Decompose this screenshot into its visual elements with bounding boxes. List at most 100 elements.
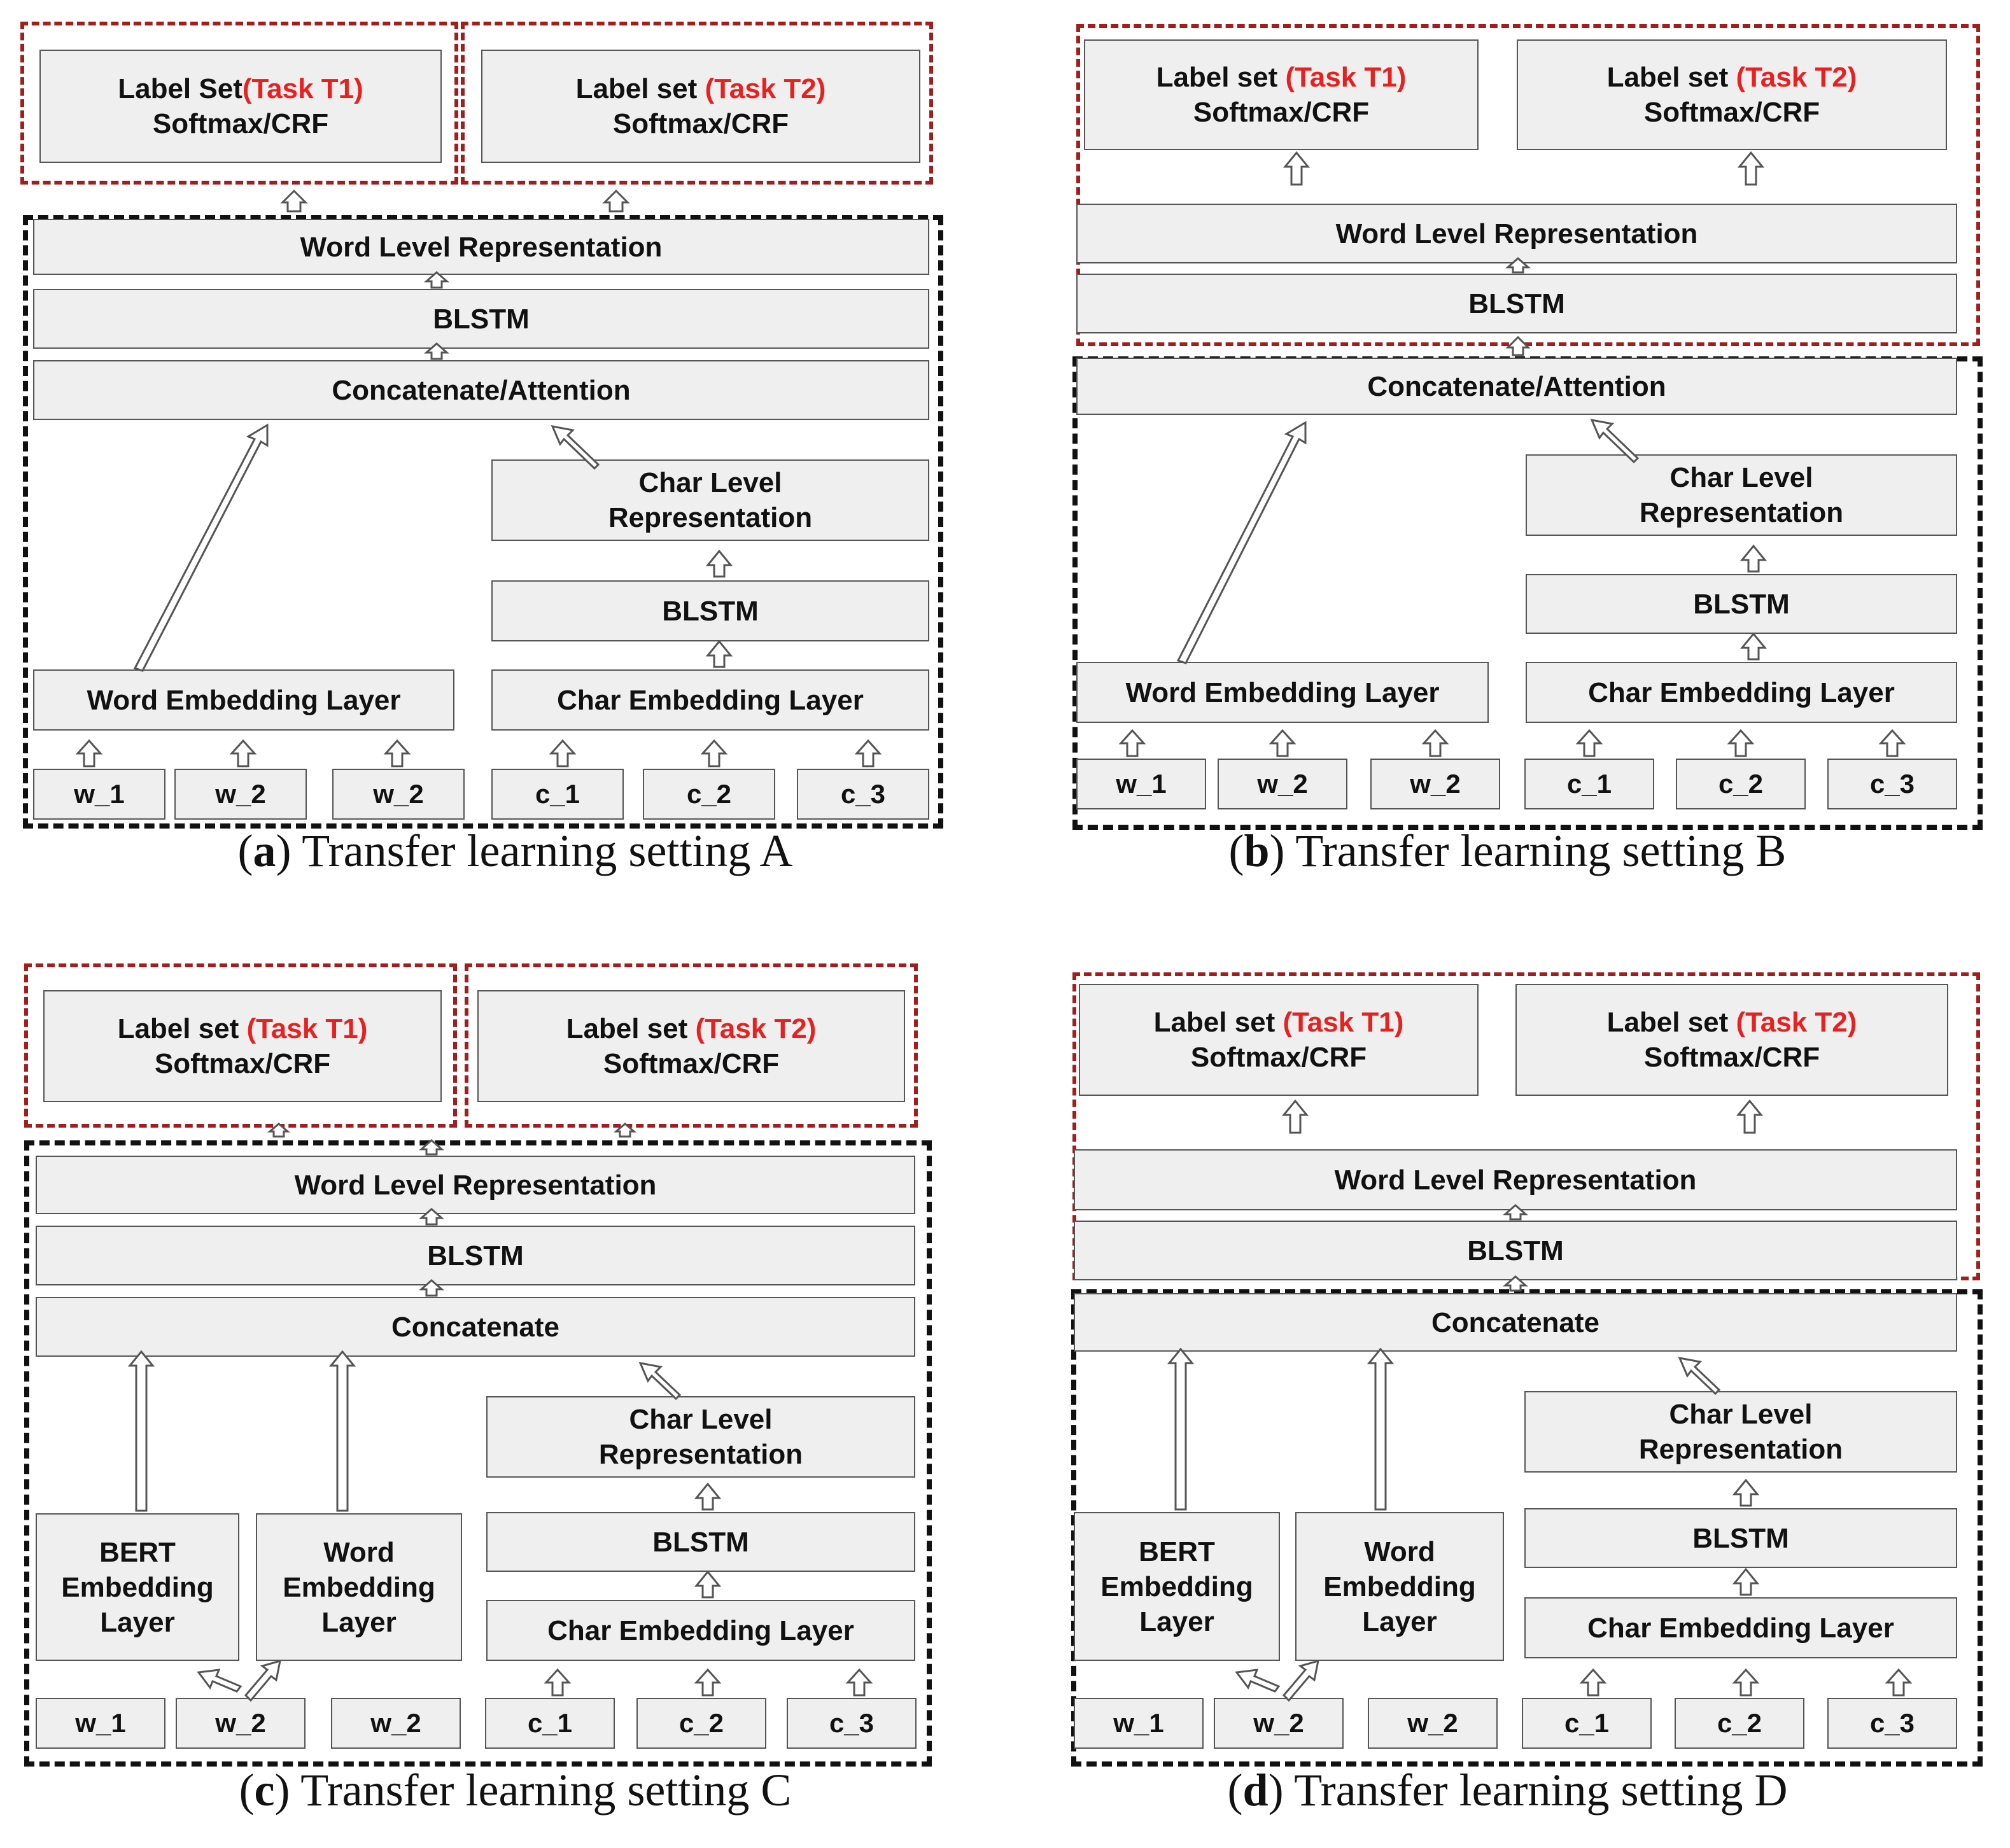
up-arrow-icon bbox=[383, 739, 411, 767]
up-arrow-icon bbox=[419, 1279, 444, 1297]
input-w2: w_2 bbox=[176, 1698, 306, 1749]
input-c1: c_1 bbox=[491, 769, 624, 820]
input-c2: c_2 bbox=[636, 1698, 766, 1749]
up-arrow-icon bbox=[602, 189, 630, 213]
up-arrow-icon bbox=[1737, 151, 1765, 186]
up-arrow-icon bbox=[1503, 1275, 1528, 1292]
word-level-representation-box: Word Level Representation bbox=[33, 219, 929, 275]
char-embedding-layer-box: Char Embedding Layer bbox=[486, 1600, 915, 1661]
concatenate-attention-box: Concatenate/Attention bbox=[1076, 358, 1957, 415]
input-c1: c_1 bbox=[485, 1698, 615, 1749]
input-c3: c_3 bbox=[797, 769, 929, 820]
arrows-a bbox=[75, 189, 882, 767]
char-embedding-layer-box: Char Embedding Layer bbox=[1526, 662, 1957, 723]
blstm-box: BLSTM bbox=[1074, 1221, 1957, 1280]
concatenate-box: Concatenate bbox=[1074, 1293, 1957, 1352]
diagonal-arrow-icon bbox=[551, 425, 600, 470]
up-arrow-icon bbox=[1269, 729, 1297, 757]
word-embedding-layer-box: Word Embedding Layer bbox=[33, 669, 454, 731]
input-c1: c_1 bbox=[1522, 1698, 1652, 1749]
char-blstm-box: BLSTM bbox=[1526, 574, 1957, 634]
word-level-representation-box: Word Level Representation bbox=[1076, 204, 1957, 263]
up-arrow-icon bbox=[549, 739, 577, 767]
up-arrow-icon bbox=[854, 739, 882, 767]
up-arrow-icon bbox=[694, 1668, 722, 1697]
input-w1: w_1 bbox=[1076, 759, 1206, 809]
label-set-t1-box: Label Set(Task T1)Softmax/CRF bbox=[39, 50, 442, 163]
up-arrow-icon bbox=[1118, 729, 1146, 757]
panel-d: Label set (Task T1)Softmax/CRF Label set… bbox=[1005, 924, 2010, 1848]
diagonal-arrow-icon bbox=[1176, 421, 1307, 664]
up-arrow-icon bbox=[1281, 1099, 1309, 1134]
up-arrow-icon bbox=[127, 1350, 155, 1512]
char-blstm-box: BLSTM bbox=[491, 580, 929, 641]
input-c2: c_2 bbox=[643, 769, 775, 820]
label-set-t2-box: Label set (Task T2)Softmax/CRF bbox=[1515, 984, 1948, 1096]
caption-b: (b) Transfer learning setting B bbox=[1228, 825, 1787, 876]
input-c3: c_3 bbox=[1827, 759, 1957, 809]
input-c3: c_3 bbox=[787, 1698, 917, 1749]
input-c2: c_2 bbox=[1675, 1698, 1804, 1749]
panel-a: Label Set(Task T1)Softmax/CRF Label set … bbox=[0, 0, 1005, 924]
up-arrow-icon bbox=[694, 1482, 722, 1511]
input-w2b: w_2 bbox=[1370, 759, 1500, 809]
concatenate-box: Concatenate bbox=[36, 1297, 915, 1357]
up-arrow-icon bbox=[694, 1570, 722, 1599]
up-arrow-icon bbox=[424, 271, 449, 289]
input-w2b: w_2 bbox=[331, 1698, 461, 1749]
up-arrow-icon bbox=[705, 640, 733, 668]
input-c2: c_2 bbox=[1676, 759, 1806, 809]
up-arrow-icon bbox=[424, 342, 449, 360]
up-arrow-icon bbox=[419, 1139, 444, 1156]
char-embedding-layer-box: Char Embedding Layer bbox=[1524, 1597, 1957, 1658]
up-arrow-icon bbox=[613, 1123, 637, 1138]
label-set-t2-box: Label set (Task T2)Softmax/CRF bbox=[477, 990, 905, 1102]
up-arrow-icon bbox=[280, 189, 308, 213]
input-c1: c_1 bbox=[1524, 759, 1654, 809]
caption-c: (c) Transfer learning setting C bbox=[239, 1765, 792, 1816]
up-arrow-icon bbox=[1505, 335, 1531, 356]
diagonal-arrow-icon bbox=[638, 1362, 682, 1401]
diagonal-arrow-icon bbox=[133, 423, 269, 672]
up-arrow-icon bbox=[75, 739, 103, 767]
task-region bbox=[1076, 24, 1980, 346]
task-t2-region bbox=[461, 22, 933, 185]
input-w1: w_1 bbox=[36, 1698, 165, 1749]
up-arrow-icon bbox=[328, 1350, 356, 1512]
blstm-box: BLSTM bbox=[1076, 274, 1957, 333]
up-arrow-icon bbox=[1579, 1668, 1607, 1697]
up-arrow-icon bbox=[1575, 729, 1603, 757]
up-arrow-icon bbox=[1732, 1567, 1760, 1596]
up-arrow-icon bbox=[544, 1668, 572, 1697]
up-arrow-icon bbox=[419, 1208, 444, 1226]
blstm-box: BLSTM bbox=[33, 289, 929, 349]
diagonal-arrow-icon bbox=[197, 1669, 242, 1693]
label-set-t2-box: Label set (Task T2)Softmax/CRF bbox=[481, 50, 920, 163]
panel-b: Label set (Task T1)Softmax/CRF Label set… bbox=[1005, 0, 2010, 924]
diagonal-arrow-icon bbox=[244, 1659, 281, 1702]
up-arrow-icon bbox=[1167, 1347, 1195, 1511]
up-arrow-icon bbox=[1505, 257, 1531, 274]
arrows-b bbox=[1118, 151, 1906, 757]
input-w2b: w_2 bbox=[1368, 1698, 1498, 1749]
up-arrow-icon bbox=[267, 1123, 291, 1138]
up-arrow-icon bbox=[1367, 1347, 1395, 1511]
up-arrow-icon bbox=[1739, 544, 1768, 573]
up-arrow-icon bbox=[1739, 632, 1768, 661]
input-c3: c_3 bbox=[1827, 1698, 1957, 1749]
word-level-representation-box: Word Level Representation bbox=[1074, 1149, 1957, 1210]
panel-c: Label set (Task T1)Softmax/CRF Label set… bbox=[0, 924, 1005, 1848]
arrows-c bbox=[127, 1123, 873, 1702]
diagonal-arrow-icon bbox=[1235, 1669, 1281, 1693]
task-t1-region bbox=[24, 963, 457, 1128]
input-w2: w_2 bbox=[1218, 759, 1347, 809]
char-blstm-box: BLSTM bbox=[486, 1512, 915, 1572]
word-embedding-layer-box: Word Embedding Layer bbox=[1076, 662, 1489, 723]
caption-a: (a) Transfer learning setting A bbox=[237, 825, 793, 876]
